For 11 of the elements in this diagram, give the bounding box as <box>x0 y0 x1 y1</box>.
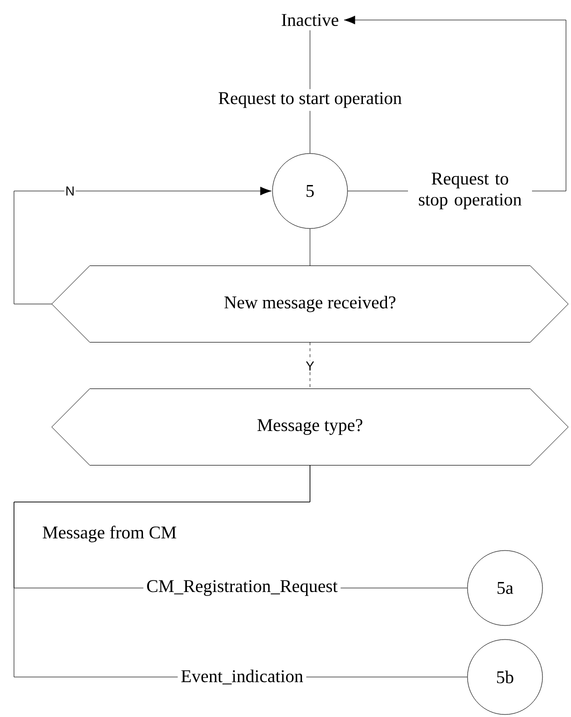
edge-label: Request to start operation <box>215 89 405 111</box>
decision-hexagon: New message received? <box>52 266 568 342</box>
edge-label: CM_Registration_Request <box>143 577 341 599</box>
state-label: Inactive <box>282 14 338 26</box>
edge-label: N <box>64 186 76 196</box>
edge-label: Event_indication <box>178 666 306 688</box>
decision-hexagon: Message type? <box>52 388 568 466</box>
edge-label: Y <box>304 360 316 372</box>
arrow <box>14 186 272 304</box>
branch-label: Message from CM <box>42 526 176 542</box>
edge-label: Request to stop operation <box>408 170 532 212</box>
